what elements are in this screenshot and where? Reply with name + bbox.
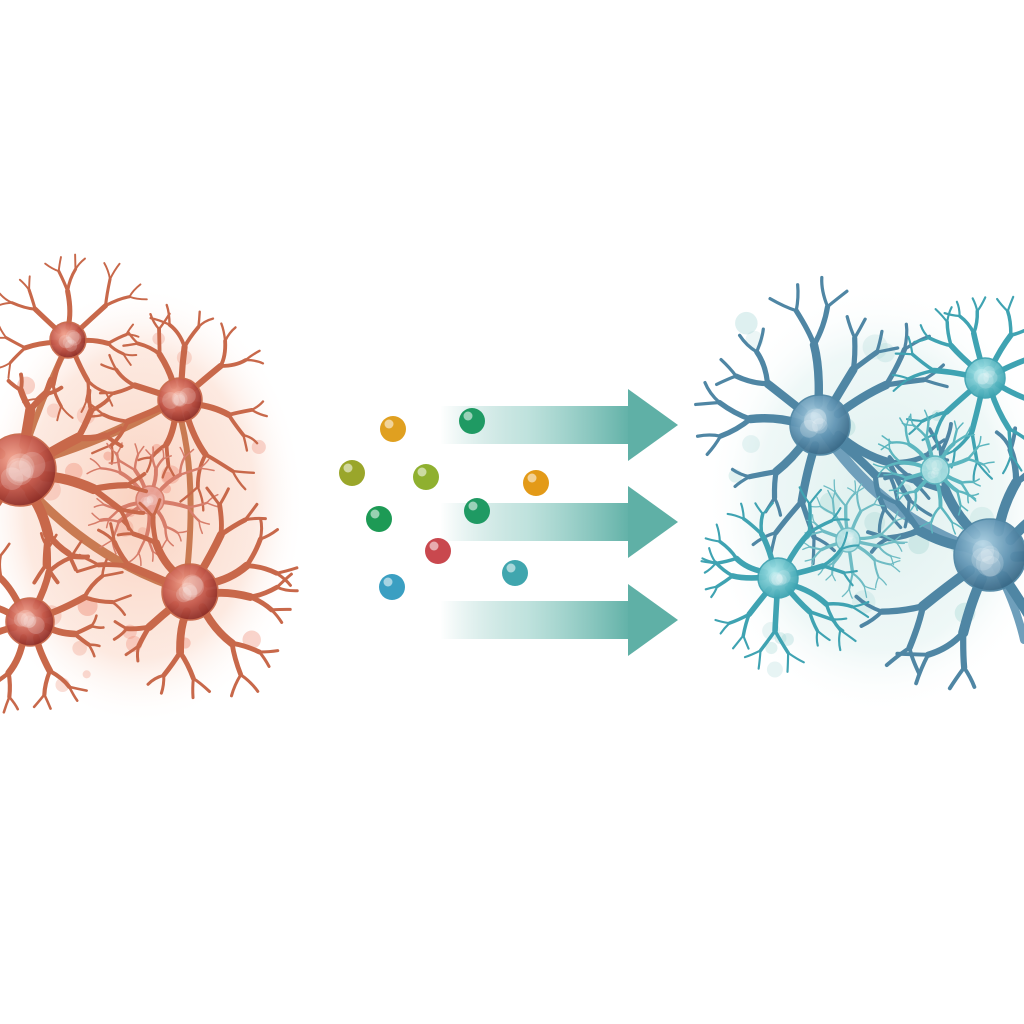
- background-spot: [735, 311, 758, 335]
- background-spot: [819, 492, 841, 513]
- molecule-particle-icon: [380, 416, 406, 442]
- background-spot: [766, 661, 783, 678]
- molecule-particle-icon: [413, 464, 439, 490]
- inflammation-spot: [72, 640, 87, 656]
- background-spot: [742, 435, 760, 453]
- inflammation-spot: [251, 439, 266, 455]
- inflamed-neuron: [0, 372, 149, 585]
- molecule-particle-icon: [366, 506, 392, 532]
- inflammation-spot: [46, 403, 62, 418]
- healthy-neuron: [891, 295, 1024, 482]
- inflamed-neuron: [86, 303, 268, 512]
- inflamed-neuron: [0, 532, 132, 714]
- inflammation-spot: [242, 630, 261, 649]
- background-spot: [781, 633, 794, 646]
- molecule-particles: [339, 408, 549, 600]
- molecule-particle-icon: [502, 560, 528, 586]
- background-spot: [765, 641, 778, 655]
- molecule-particle-icon: [523, 470, 549, 496]
- inflamed-neuron: [75, 486, 299, 700]
- flow-arrow-icon: [440, 584, 678, 656]
- inflammation-spot: [103, 451, 113, 461]
- healthy-neuron: [700, 486, 870, 673]
- inflammation-spot: [82, 670, 91, 679]
- molecule-particle-icon: [425, 538, 451, 564]
- healthy-neuron: [801, 479, 908, 599]
- molecule-particle-icon: [339, 460, 365, 486]
- healthy-neuron: [872, 409, 995, 535]
- healthy-neuron: [854, 421, 1024, 691]
- inflamed-neuron-network-icon: [0, 253, 305, 725]
- molecule-particle-icon: [464, 498, 490, 524]
- molecule-particle-icon: [379, 574, 405, 600]
- molecule-particle-icon: [459, 408, 485, 434]
- healthy-neuron-network-icon: [694, 275, 1024, 715]
